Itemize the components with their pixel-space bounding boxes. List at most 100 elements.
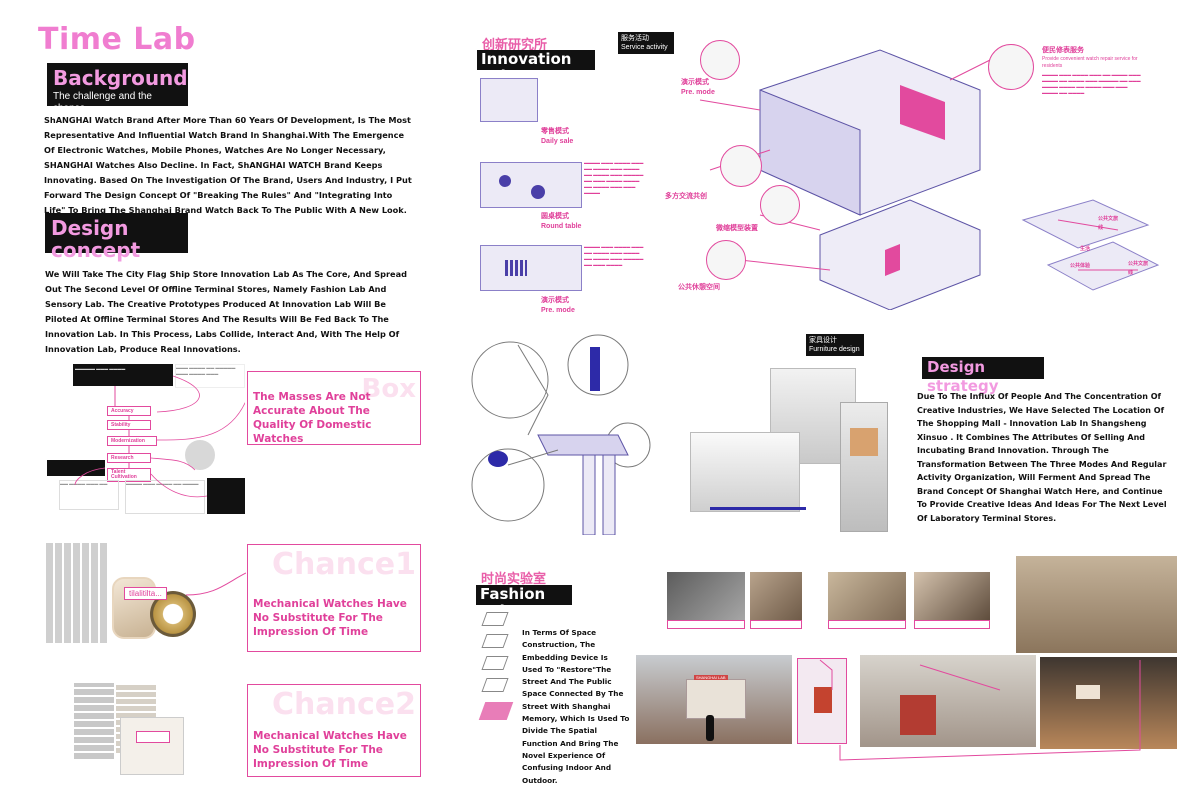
- memory-caption-3: [828, 620, 906, 629]
- innovation-desc-1: ▬▬▬▬ ▬▬▬ ▬▬▬▬ ▬▬▬ ▬▬ ▬▬▬▬ ▬▬▬ ▬▬▬▬ ▬▬ ▬▬…: [584, 160, 644, 195]
- fashion-lab-body: In Terms Of Space Construction, The Embe…: [522, 628, 630, 785]
- floorplan-round-table: [480, 162, 582, 208]
- fashion-lab-heading-box: Fashion Lab: [476, 585, 572, 620]
- mode-round-table-cn: 圆桌模式: [541, 213, 569, 220]
- background-body: ShANGHAI Watch Brand After More Than 60 …: [44, 115, 412, 215]
- flow-item-research: Research: [107, 453, 151, 463]
- furniture-tag-cn: 家具设计: [809, 337, 837, 344]
- flow-avatar: [185, 440, 215, 470]
- design-concept-heading: Design concept: [51, 216, 141, 262]
- mode-pre-cn: 演示模式: [541, 297, 569, 304]
- innovation-axonometric: [699, 49, 991, 310]
- chance1-ghost-word: Chance1: [272, 547, 416, 582]
- fashion-lab-cn: 时尚实验室: [481, 572, 547, 587]
- memory-photo-3: [828, 572, 906, 620]
- service-activity-tag: 服务活动 Service activity: [618, 32, 674, 54]
- flow-item-stability: Stability: [107, 420, 151, 430]
- flow-screenshot-3: ▬▬ ▬▬▬▬ ▬▬▬ ▬▬: [59, 480, 119, 510]
- fashion-lab-heading: Fashion Lab: [480, 585, 546, 620]
- plan-label-4: 公共文旅线: [1128, 261, 1149, 276]
- flow-screenshot-5: [207, 478, 245, 514]
- service-activity-en: Service activity: [621, 44, 668, 51]
- chance2-text: Mechanical Watches Have No Substitute Fo…: [253, 730, 407, 770]
- furniture-detail-drawing: [471, 334, 651, 535]
- axon-label-4-cn: 公共休憩空间: [678, 284, 720, 291]
- watch-grid-image: [46, 543, 108, 643]
- flow-item-modernization: Modernization: [107, 436, 157, 446]
- background-heading: Background: [53, 66, 188, 90]
- plan-label-3: 公共体验: [1070, 263, 1091, 269]
- floorplan-pre-mode: [480, 245, 582, 291]
- chance2-ghost-word: Chance2: [272, 687, 416, 722]
- service-desc: ▬▬▬▬ ▬▬▬ ▬▬▬▬ ▬▬▬ ▬▬ ▬▬▬▬ ▬▬▬ ▬▬▬▬ ▬▬ ▬▬…: [1042, 72, 1141, 95]
- chance1-bubble: tilalitilta...: [124, 587, 167, 600]
- chance2-collage: [74, 683, 186, 778]
- plan-inset: [797, 658, 847, 744]
- floorplan-daily-sale: [480, 78, 538, 122]
- chance1-text: Mechanical Watches Have No Substitute Fo…: [253, 598, 407, 638]
- detail-circle-2: [720, 145, 762, 187]
- box-panel-text: The Masses Are Not Accurate About The Qu…: [253, 391, 372, 445]
- arcade-render: [1040, 657, 1177, 749]
- flow-connectors: [74, 375, 245, 498]
- design-strategy-heading-box: Design strategy: [922, 357, 1044, 395]
- plan-label-1: 公共文旅线: [1098, 216, 1119, 231]
- design-concept-subheading: Shopping out of the box: [51, 263, 157, 274]
- memory-caption-4: [914, 620, 990, 629]
- mode-daily-sale-en: Daily sale: [541, 138, 574, 145]
- background-subheading: The challenge and the chance: [53, 91, 152, 114]
- storefront-render: SHANGHAI LAB: [636, 655, 792, 744]
- design-strategy-heading: Design strategy: [927, 358, 999, 395]
- flow-screenshot-2: [47, 460, 105, 476]
- flow-screenshot-4: ▬▬▬▬ ▬▬▬ ▬▬▬▬ ▬▬ ▬▬▬▬: [125, 480, 205, 514]
- fashion-connector-lines: [819, 659, 1141, 761]
- axon-label-1-en: Pre. mode: [681, 89, 715, 96]
- innovation-lab-heading-box: Innovation Lab: [477, 50, 595, 85]
- chance1-collage: tilalitilta...: [46, 543, 246, 653]
- magazine-image: [120, 717, 184, 775]
- mode-round-table-en: Round table: [541, 223, 582, 230]
- service-title-en: Provide convenient watch repair service …: [1042, 56, 1138, 69]
- background-heading-box: Background The challenge and the chance: [47, 63, 188, 114]
- street-render-top: [1016, 556, 1177, 653]
- design-concept-body: We Will Take The City Flag Ship Store In…: [45, 269, 407, 354]
- mode-pre-en: Pre. mode: [541, 307, 575, 314]
- axon-label-2-cn: 多方交流共创: [665, 193, 707, 200]
- detail-circle-1: [700, 40, 740, 80]
- flow-screenshot-1: ▬▬▬▬▬ ▬▬▬ ▬▬▬▬: [73, 364, 173, 386]
- fashion-exploded-diagram: [478, 612, 516, 722]
- plan-label-2: 生活: [1080, 246, 1091, 252]
- furniture-render: [690, 362, 900, 532]
- furniture-tag-en: Furniture design: [809, 346, 860, 353]
- detail-circle-service: [988, 44, 1034, 90]
- design-concept-heading-box: Design concept Shopping out of the box: [45, 213, 188, 274]
- service-activity-cn: 服务活动: [621, 35, 649, 42]
- memory-photo-1: [667, 572, 745, 620]
- design-strategy-body: Due To The Influx Of People And The Conc…: [917, 392, 1167, 523]
- chance2-highlight: [136, 731, 170, 743]
- box-ghost-word: Box: [361, 374, 416, 404]
- service-title-cn: 便民修表服务: [1042, 47, 1084, 54]
- axon-label-1-cn: 演示模式: [681, 79, 709, 86]
- chance2-panel: Chance2 Mechanical Watches Have No Subst…: [247, 684, 421, 777]
- memory-caption-2: [750, 620, 802, 629]
- poster-image-1: [74, 683, 114, 759]
- innovation-lab-cn: 创新研究所: [482, 38, 548, 53]
- detail-circle-3: [760, 185, 800, 225]
- axon-label-3-cn: 微缩模型装置: [716, 225, 758, 232]
- site-plan-diagram: [1021, 199, 1160, 291]
- chance1-connector: [185, 572, 246, 596]
- innovation-desc-2: ▬▬▬▬ ▬▬▬ ▬▬▬▬ ▬▬▬ ▬▬ ▬▬▬▬ ▬▬▬ ▬▬▬▬ ▬▬ ▬▬…: [584, 244, 644, 267]
- flow-item-talent: Talent Cultivation: [107, 468, 151, 482]
- memory-photo-2: [750, 572, 802, 620]
- flow-item-accuracy: Accuracy: [107, 406, 151, 416]
- interior-render: [860, 655, 1036, 747]
- mode-daily-sale-cn: 零售模式: [541, 128, 569, 135]
- furniture-tag: 家具设计 Furniture design: [806, 334, 864, 356]
- chance1-panel: Chance1 Mechanical Watches Have No Subst…: [247, 544, 421, 652]
- detail-circle-4: [706, 240, 746, 280]
- memory-photo-4: [914, 572, 990, 620]
- shop-sign: SHANGHAI LAB: [694, 675, 728, 680]
- memory-caption-1: [667, 620, 745, 629]
- page-title: Time Lab: [38, 22, 196, 57]
